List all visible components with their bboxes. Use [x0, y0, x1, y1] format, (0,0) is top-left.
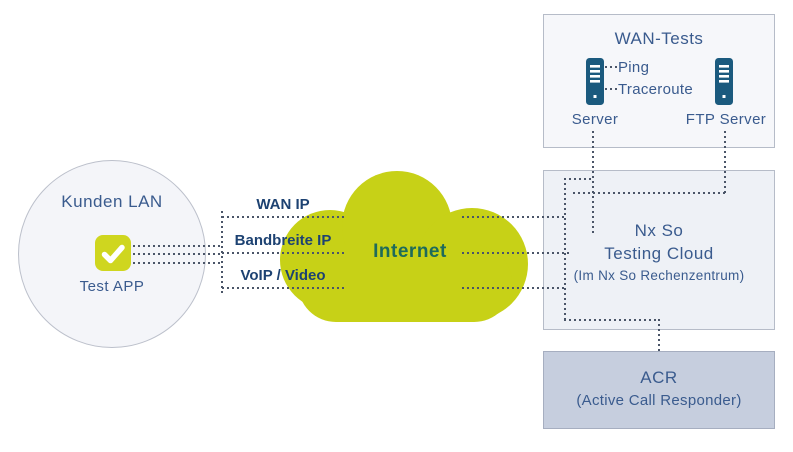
connection-label-voip-video: VoIP / Video	[240, 267, 326, 284]
dotted-connector	[222, 287, 344, 289]
testing-cloud-line1: Nx So	[634, 221, 684, 240]
dotted-connector	[462, 216, 565, 218]
checkmark-icon	[95, 235, 131, 271]
testing-cloud-box: Nx So Testing Cloud (Im Nx So Rechenzent…	[543, 170, 775, 330]
wan-tests-box: WAN-Tests Ping Traceroute	[543, 14, 775, 148]
server-icon	[715, 58, 733, 110]
dotted-connector	[133, 245, 222, 247]
test-label-traceroute: Traceroute	[618, 81, 693, 98]
dotted-connector	[222, 252, 344, 254]
test-app-label: Test APP	[79, 278, 145, 295]
ftp-server-label: FTP Server	[685, 111, 767, 128]
wan-tests-title: WAN-Tests	[614, 29, 704, 48]
server-label: Server	[571, 111, 619, 128]
kunden-lan-title: Kunden LAN	[61, 192, 163, 211]
dotted-connector	[724, 131, 726, 193]
dotted-connector	[592, 131, 594, 233]
dotted-connector	[658, 319, 660, 352]
acr-text: ACR (Active Call Responder)	[544, 366, 774, 412]
acr-subtitle: (Active Call Responder)	[576, 392, 742, 409]
dotted-connector	[564, 319, 660, 321]
dotted-connector	[133, 253, 222, 255]
acr-box: ACR (Active Call Responder)	[543, 351, 775, 429]
connection-label-bandbreite-ip: Bandbreite IP	[234, 232, 332, 249]
internet-cloud	[278, 170, 532, 327]
internet-label: Internet	[373, 241, 447, 262]
dotted-connector	[133, 262, 222, 264]
dotted-connector	[462, 252, 569, 254]
dotted-connector	[564, 178, 566, 320]
dotted-connector	[564, 178, 593, 180]
dotted-connector	[573, 192, 725, 194]
testing-cloud-line3: (Im Nx So Rechenzentrum)	[573, 268, 745, 283]
dotted-connector	[222, 216, 344, 218]
acr-title: ACR	[640, 368, 678, 387]
dotted-connector	[605, 66, 617, 68]
testing-cloud-text: Nx So Testing Cloud (Im Nx So Rechenzent…	[544, 219, 774, 286]
server-icon	[586, 58, 604, 110]
dotted-connector	[605, 88, 617, 90]
test-label-ping: Ping	[618, 59, 650, 76]
testing-cloud-line2: Testing Cloud	[604, 244, 714, 263]
connection-label-wan-ip: WAN IP	[256, 196, 310, 213]
dotted-connector	[462, 287, 566, 289]
